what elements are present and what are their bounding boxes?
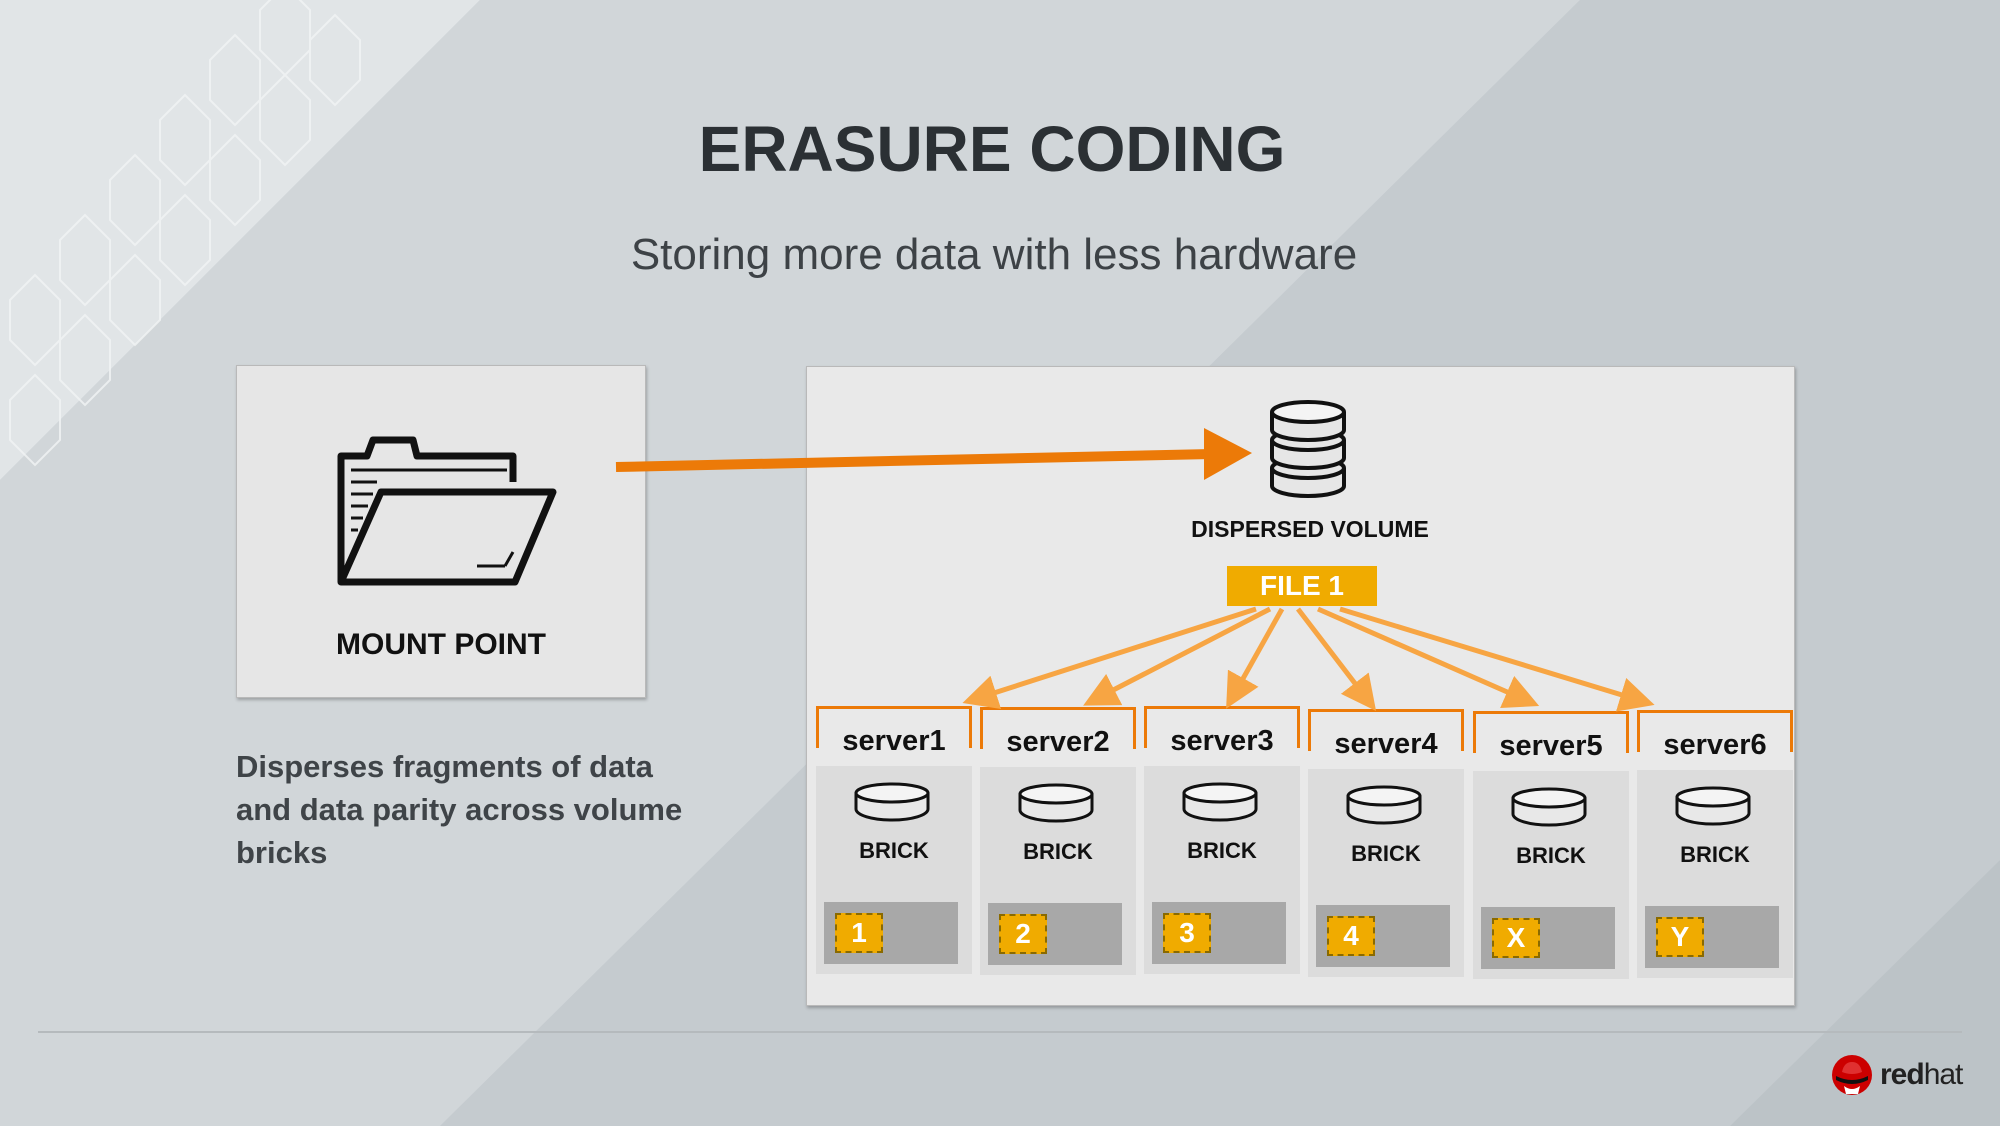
brick-disk-icon xyxy=(1511,787,1587,827)
brick-disk-icon xyxy=(1018,783,1094,823)
fragment-slot: 4 xyxy=(1316,905,1450,967)
server-name: server5 xyxy=(1499,730,1603,762)
fragment-badge: Y xyxy=(1656,917,1704,957)
fragment-badge: 4 xyxy=(1327,916,1375,956)
description-text: Disperses fragments of data and data par… xyxy=(236,749,683,870)
slide-subtitle: Storing more data with less hardware xyxy=(630,230,1358,279)
logo-text-regular: hat xyxy=(1923,1058,1964,1091)
server-panel: BRICK 1 xyxy=(816,766,972,974)
server-bracket xyxy=(980,707,1136,749)
brick-disk-icon xyxy=(1182,782,1258,822)
fragment-slot: X xyxy=(1481,907,1615,969)
brick-disk-icon xyxy=(854,782,930,822)
server-bracket xyxy=(816,706,972,748)
mount-point-label: MOUNT POINT xyxy=(336,628,546,661)
server-bracket xyxy=(1308,709,1464,751)
fragment-badge: 1 xyxy=(835,913,883,953)
footer-divider xyxy=(38,1031,1962,1033)
fragment-slot: Y xyxy=(1645,906,1779,968)
server-panel: BRICK 3 xyxy=(1144,766,1300,974)
brick-label: BRICK xyxy=(1351,841,1421,866)
slide-title: ERASURE CODING xyxy=(698,113,1286,185)
server-panel: BRICK Y xyxy=(1637,770,1793,978)
file-label: FILE 1 xyxy=(1227,566,1377,606)
server-name: server6 xyxy=(1663,729,1767,761)
server-panel: BRICK 4 xyxy=(1308,769,1464,977)
server-bracket xyxy=(1637,710,1793,752)
brick-label: BRICK xyxy=(859,838,929,863)
brick-label: BRICK xyxy=(1680,842,1750,867)
server-name: server1 xyxy=(842,725,946,757)
dispersed-volume-label: DISPERSED VOLUME xyxy=(1191,516,1429,542)
brick-label: BRICK xyxy=(1187,838,1257,863)
brick-label: BRICK xyxy=(1516,843,1586,868)
folder-icon xyxy=(337,436,557,586)
fragment-slot: 3 xyxy=(1152,902,1286,964)
brick-disk-icon xyxy=(1346,785,1422,825)
redhat-logo-icon xyxy=(1832,1055,1872,1095)
mount-point-panel: MOUNT POINT xyxy=(236,365,646,698)
fragment-badge: 3 xyxy=(1163,913,1211,953)
server-name: server4 xyxy=(1334,728,1438,760)
server-bracket xyxy=(1144,706,1300,748)
brick-label: BRICK xyxy=(1023,839,1093,864)
redhat-logo-text: redhat xyxy=(1880,1058,1964,1092)
fragment-badge: X xyxy=(1492,918,1540,958)
brick-disk-icon xyxy=(1675,786,1751,826)
fragment-slot: 2 xyxy=(988,903,1122,965)
fragment-slot: 1 xyxy=(824,902,958,964)
server-panel: BRICK X xyxy=(1473,771,1629,979)
server-panel: BRICK 2 xyxy=(980,767,1136,975)
server-bracket xyxy=(1473,711,1629,753)
database-icon xyxy=(1270,400,1346,498)
logo-text-bold: red xyxy=(1880,1058,1925,1091)
server-name: server2 xyxy=(1006,726,1110,758)
server-name: server3 xyxy=(1170,725,1274,757)
fragment-badge: 2 xyxy=(999,914,1047,954)
